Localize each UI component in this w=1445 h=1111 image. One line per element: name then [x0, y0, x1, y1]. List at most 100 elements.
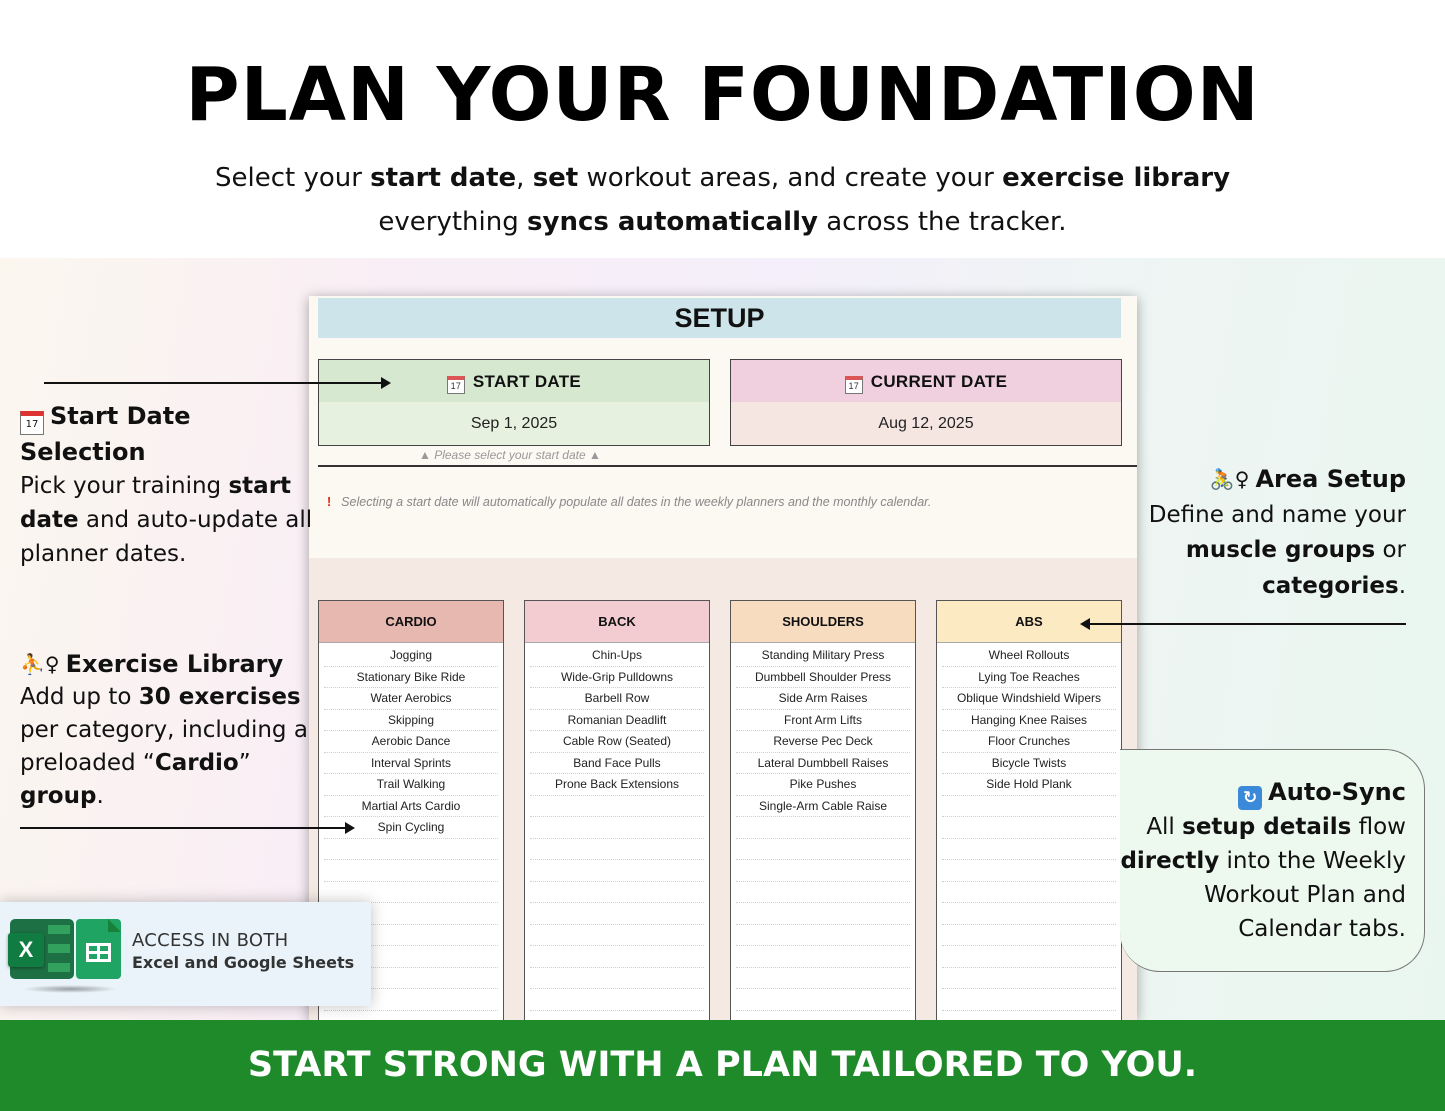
exercise-item[interactable] [324, 1011, 498, 1021]
callout-body: Define and name your muscle groups or ca… [1148, 501, 1406, 599]
exercise-item[interactable]: Standing Military Press [736, 645, 910, 667]
exercise-item[interactable] [942, 796, 1116, 817]
exercise-item[interactable]: Aerobic Dance [324, 731, 498, 753]
exercise-item[interactable]: Wide-Grip Pulldowns [530, 667, 704, 688]
start-date-value[interactable]: Sep 1, 2025 [319, 402, 709, 445]
exercise-item[interactable] [324, 860, 498, 882]
exercise-item[interactable]: Hanging Knee Raises [942, 710, 1116, 731]
exercise-item[interactable]: Lying Toe Reaches [942, 667, 1116, 688]
exercise-item[interactable]: Stationary Bike Ride [324, 667, 498, 688]
callout-exercise-library: ⛹♀Exercise Library Add up to 30 exercise… [20, 648, 320, 813]
exercise-item[interactable] [530, 1011, 704, 1021]
exercise-item[interactable]: Chin-Ups [530, 645, 704, 667]
excel-stripe [48, 944, 70, 953]
exercise-item[interactable] [736, 882, 910, 903]
exercise-item[interactable]: Barbell Row [530, 688, 704, 710]
exercise-item[interactable]: Single-Arm Cable Raise [736, 796, 910, 817]
exercise-item[interactable]: Martial Arts Cardio [324, 796, 498, 817]
calendar-icon: 17 [446, 376, 465, 394]
exercise-item[interactable] [736, 925, 910, 946]
exercise-item[interactable] [736, 839, 910, 860]
start-date-box[interactable]: 17 START DATE Sep 1, 2025 [318, 359, 710, 446]
notice: !Selecting a start date will automatical… [327, 495, 931, 509]
start-date-label: START DATE [472, 372, 582, 391]
exercise-item[interactable]: Lateral Dumbbell Raises [736, 753, 910, 774]
exercise-item[interactable] [324, 925, 498, 946]
exercise-item[interactable] [942, 882, 1116, 903]
exercise-item[interactable]: Bicycle Twists [942, 753, 1116, 774]
exercise-item[interactable]: Trail Walking [324, 774, 498, 796]
exercise-item[interactable] [324, 946, 498, 968]
exercise-item[interactable] [530, 903, 704, 925]
exercise-item[interactable] [530, 860, 704, 882]
exercise-item[interactable] [736, 817, 910, 839]
exercise-item[interactable] [530, 925, 704, 946]
exercise-item[interactable]: Front Arm Lifts [736, 710, 910, 731]
exercise-item[interactable] [942, 989, 1116, 1011]
callout-title: ⛹♀Exercise Library [20, 648, 320, 681]
access-line-2: Excel and Google Sheets [132, 953, 355, 972]
exercise-item[interactable] [324, 903, 498, 925]
excel-stripe [48, 925, 70, 934]
exercise-item[interactable]: Side Hold Plank [942, 774, 1116, 796]
exercise-item[interactable] [736, 1011, 910, 1021]
category-header[interactable]: CARDIO [319, 601, 503, 643]
exercise-item[interactable] [736, 989, 910, 1011]
exercise-item[interactable] [942, 903, 1116, 925]
exercise-item[interactable]: Prone Back Extensions [530, 774, 704, 796]
category-header[interactable]: ABS [937, 601, 1121, 643]
icon-shadow [22, 985, 118, 993]
page-title: PLAN YOUR FOUNDATION [185, 52, 1260, 138]
exercise-item[interactable] [530, 946, 704, 968]
exercise-item[interactable] [942, 1011, 1116, 1021]
exercise-item[interactable]: Floor Crunches [942, 731, 1116, 753]
exercise-item[interactable]: Jogging [324, 645, 498, 667]
exercise-item[interactable] [530, 839, 704, 860]
category-header[interactable]: BACK [525, 601, 709, 643]
exercise-item[interactable] [530, 882, 704, 903]
exercise-item[interactable]: Wheel Rollouts [942, 645, 1116, 667]
subtitle-line-2: everything syncs automatically across th… [378, 207, 1067, 237]
exercise-item[interactable] [530, 989, 704, 1011]
exercise-item[interactable] [530, 968, 704, 989]
exercise-item[interactable] [942, 968, 1116, 989]
exercise-item[interactable] [736, 946, 910, 968]
exercise-item[interactable] [942, 946, 1116, 968]
exercise-item[interactable] [530, 796, 704, 817]
exercise-item[interactable] [324, 839, 498, 860]
exercise-item[interactable] [736, 860, 910, 882]
category-header[interactable]: SHOULDERS [731, 601, 915, 643]
exercise-item[interactable]: Dumbbell Shoulder Press [736, 667, 910, 688]
exercise-item[interactable] [736, 903, 910, 925]
exercise-item[interactable] [942, 839, 1116, 860]
exercise-item[interactable]: Romanian Deadlift [530, 710, 704, 731]
current-date-label: CURRENT DATE [870, 372, 1008, 391]
exercise-item[interactable] [324, 989, 498, 1011]
exercise-item[interactable]: Side Arm Raises [736, 688, 910, 710]
exercise-item[interactable]: Pike Pushes [736, 774, 910, 796]
exercise-item[interactable]: Reverse Pec Deck [736, 731, 910, 753]
current-date-value: Aug 12, 2025 [731, 402, 1121, 445]
exercise-item[interactable] [942, 817, 1116, 839]
exercise-item[interactable]: Oblique Windshield Wipers [942, 688, 1116, 710]
exercise-item[interactable] [324, 882, 498, 903]
exercise-item[interactable]: Band Face Pulls [530, 753, 704, 774]
exercise-item[interactable] [530, 817, 704, 839]
exercise-item[interactable] [942, 860, 1116, 882]
start-date-header: 17 START DATE [319, 360, 709, 402]
exercise-item[interactable]: Cable Row (Seated) [530, 731, 704, 753]
exercise-item[interactable]: Skipping [324, 710, 498, 731]
exercise-item[interactable]: Interval Sprints [324, 753, 498, 774]
exercise-item[interactable]: Water Aerobics [324, 688, 498, 710]
exercise-item[interactable] [942, 925, 1116, 946]
callout-title: 🚴♀Area Setup [1100, 462, 1406, 498]
exercise-item[interactable] [736, 968, 910, 989]
exercise-item[interactable]: Spin Cycling [324, 817, 498, 839]
exercise-item[interactable] [324, 968, 498, 989]
